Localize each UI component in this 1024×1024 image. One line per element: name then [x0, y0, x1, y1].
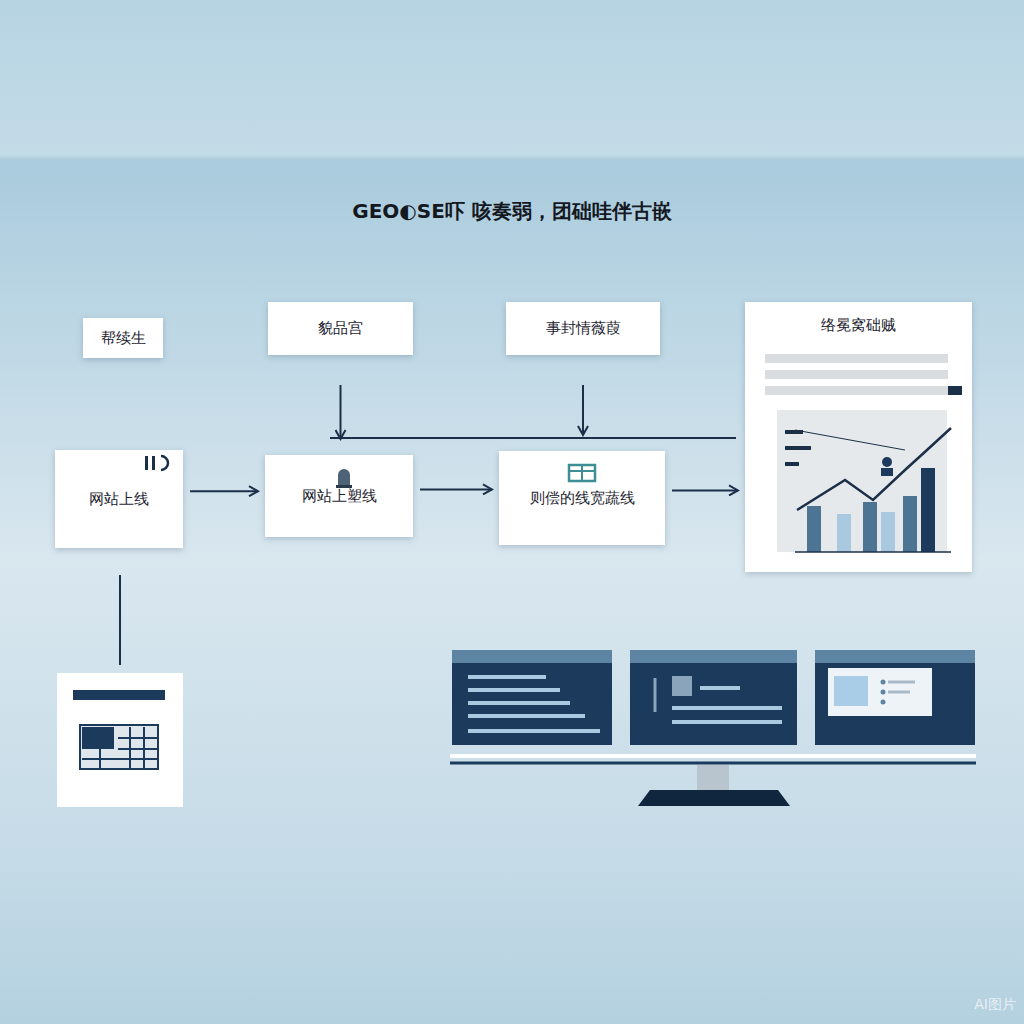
node-text: 络冕窝础贼 [821, 316, 896, 335]
node-text: 帮续生 [101, 329, 146, 348]
process-box: 则偿的线宽蔬线 [499, 451, 665, 545]
icon [327, 467, 361, 489]
link-line [119, 575, 121, 665]
label-box: 貌品宫 [268, 302, 413, 355]
node-text: 网站上线 [89, 490, 149, 509]
monitor [450, 650, 976, 806]
connector-arrow [672, 489, 738, 491]
process-box: 网站上线 [55, 450, 183, 548]
chart [755, 350, 962, 565]
process-box: 网站上塑线 [265, 455, 413, 537]
node-text: 则偿的线宽蔬线 [530, 489, 635, 508]
node-text: 网站上塑线 [302, 487, 377, 506]
title: GEO◐SE吓 咳奏弱，团础哇伴古嵌 [0, 198, 1024, 225]
connector-arrow [340, 385, 342, 439]
watermark: AI图片 [974, 996, 1016, 1014]
label-box: 帮续生 [83, 318, 163, 358]
label-box: 事封情薇葭 [506, 302, 660, 355]
report-panel: 络冕窝础贼 [745, 302, 972, 572]
icon [565, 461, 599, 483]
connector-arrow [582, 385, 584, 435]
node-text: 事封情薇葭 [546, 319, 621, 338]
connector-arrow [190, 490, 258, 492]
node-text: 貌品宫 [318, 319, 363, 338]
table-card [57, 673, 183, 807]
connector-arrow [420, 488, 492, 490]
icon [143, 452, 177, 474]
bus-line [330, 437, 736, 439]
